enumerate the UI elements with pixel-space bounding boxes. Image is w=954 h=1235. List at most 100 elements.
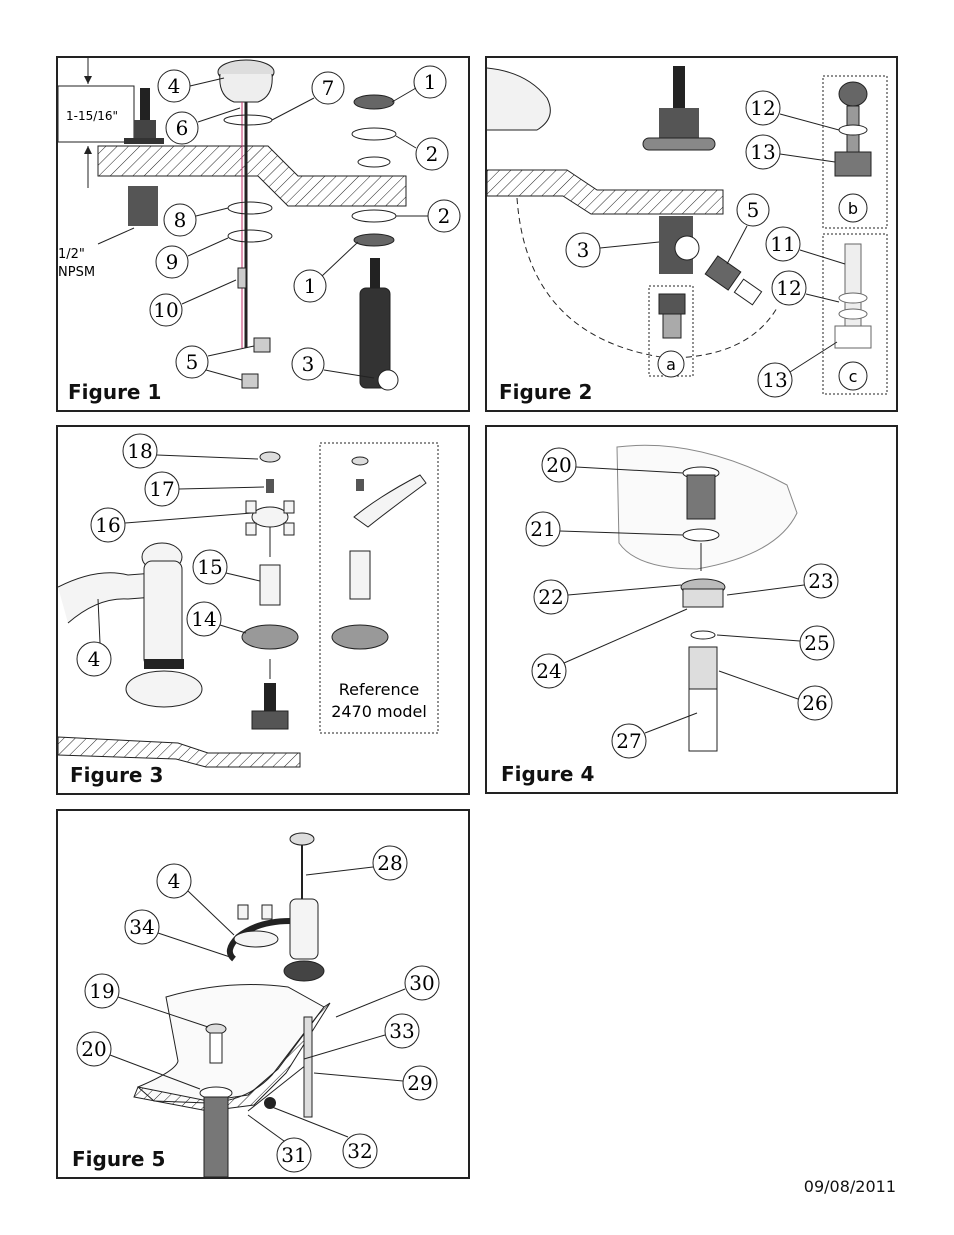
handle-assembly xyxy=(241,451,299,730)
callout-29: 29 xyxy=(313,1065,438,1101)
countertop-section xyxy=(97,145,407,207)
reference-handle xyxy=(331,456,427,650)
callout-4: 4 xyxy=(157,69,225,103)
callout-28: 28 xyxy=(305,845,408,881)
reference-line1: Reference xyxy=(339,680,420,699)
countertop-section xyxy=(487,169,724,215)
callout-11: 11 xyxy=(765,226,846,265)
svg-text:3: 3 xyxy=(577,238,590,262)
svg-text:2: 2 xyxy=(438,204,451,228)
callout-16: 16 xyxy=(90,507,253,543)
callout-25: 25 xyxy=(716,625,835,661)
figure-5-drawing: 28 4 34 30 19 33 20 29 32 31 xyxy=(76,832,440,1177)
reference-line2: 2470 model xyxy=(331,702,427,721)
figure-1-drawing: 1-15/16" 1/2" NPSM xyxy=(58,58,461,391)
callout-5: 5 xyxy=(175,345,255,381)
spout-body xyxy=(58,542,203,708)
svg-text:34: 34 xyxy=(129,915,154,939)
svg-text:11: 11 xyxy=(770,232,795,256)
callout-5: 5 xyxy=(726,193,770,265)
svg-text:8: 8 xyxy=(174,208,187,232)
callout-31: 31 xyxy=(247,1114,312,1173)
svg-text:15: 15 xyxy=(197,555,222,579)
callout-4: 4 xyxy=(76,598,112,677)
svg-text:17: 17 xyxy=(149,477,174,501)
callout-2b: 2 xyxy=(396,199,461,233)
svg-text:9: 9 xyxy=(166,250,179,274)
svg-text:32: 32 xyxy=(347,1139,372,1163)
callout-2a: 2 xyxy=(395,135,449,171)
svg-text:5: 5 xyxy=(747,198,760,222)
drain-parts xyxy=(680,466,726,752)
svg-text:21: 21 xyxy=(530,517,555,541)
svg-text:7: 7 xyxy=(322,76,335,100)
detail-c-parts xyxy=(834,243,872,349)
drain-assembly xyxy=(199,1016,313,1177)
detail-box-c xyxy=(822,233,888,395)
callout-3: 3 xyxy=(291,347,375,381)
callout-18: 18 xyxy=(122,433,259,469)
callout-13b: 13 xyxy=(757,341,838,398)
hose-fitting xyxy=(704,255,763,306)
callout-20: 20 xyxy=(541,447,684,483)
thread-label-line2: NPSM xyxy=(58,265,95,280)
svg-text:10: 10 xyxy=(153,298,178,322)
callout-9: 9 xyxy=(155,237,229,279)
countertop-section xyxy=(58,736,301,768)
callout-34: 34 xyxy=(124,909,231,958)
callout-20: 20 xyxy=(76,1031,201,1090)
svg-text:18: 18 xyxy=(127,439,152,463)
callout-19: 19 xyxy=(84,973,209,1028)
footer-date: 09/08/2011 xyxy=(803,1177,896,1196)
figure-3-drawing: Reference 2470 model 18 17 16 15 14 4 xyxy=(58,433,439,768)
callout-15: 15 xyxy=(192,549,261,585)
callout-22: 22 xyxy=(533,579,682,615)
svg-text:1: 1 xyxy=(304,274,317,298)
svg-text:3: 3 xyxy=(302,352,315,376)
countertop-hatch xyxy=(133,1002,331,1112)
letter-b: b xyxy=(838,193,868,223)
svg-text:27: 27 xyxy=(616,729,641,753)
callout-8: 8 xyxy=(163,203,229,237)
callout-13a: 13 xyxy=(745,134,836,170)
figure-4-drawing: 20 21 22 23 25 24 26 27 xyxy=(525,444,839,759)
callout-1a: 1 xyxy=(391,65,447,103)
detail-a-parts xyxy=(658,293,686,339)
svg-text:31: 31 xyxy=(281,1143,306,1167)
figure-1-panel: 1-15/16" 1/2" NPSM xyxy=(56,56,470,412)
callout-33: 33 xyxy=(303,1013,420,1060)
svg-text:24: 24 xyxy=(536,659,561,683)
spout-base xyxy=(487,67,551,131)
supply-hose xyxy=(516,197,778,359)
svg-text:29: 29 xyxy=(407,1071,432,1095)
svg-text:23: 23 xyxy=(808,569,833,593)
figure-3-label: Figure 3 xyxy=(70,763,164,787)
callout-10: 10 xyxy=(149,279,237,327)
callout-12b: 12 xyxy=(771,270,840,306)
callout-21: 21 xyxy=(525,511,684,547)
svg-text:a: a xyxy=(666,355,676,374)
svg-text:4: 4 xyxy=(88,647,101,671)
svg-text:12: 12 xyxy=(750,96,775,120)
svg-text:13: 13 xyxy=(750,140,775,164)
callout-17: 17 xyxy=(144,471,265,507)
detail-b-parts xyxy=(834,81,872,177)
figure-1-label: Figure 1 xyxy=(68,380,162,404)
svg-text:4: 4 xyxy=(168,869,181,893)
callout-30: 30 xyxy=(335,965,440,1018)
callout-6: 6 xyxy=(165,107,241,145)
svg-text:26: 26 xyxy=(802,691,827,715)
svg-text:20: 20 xyxy=(546,453,571,477)
figure-3-panel: Reference 2470 model 18 17 16 15 14 4 Fi… xyxy=(56,425,470,795)
callout-14: 14 xyxy=(186,601,247,637)
callout-24: 24 xyxy=(531,608,688,689)
svg-text:19: 19 xyxy=(89,979,114,1003)
svg-text:4: 4 xyxy=(168,74,181,98)
svg-text:14: 14 xyxy=(191,607,216,631)
svg-text:1: 1 xyxy=(424,70,437,94)
letter-a: a xyxy=(657,350,685,378)
svg-text:c: c xyxy=(849,367,858,386)
svg-text:20: 20 xyxy=(81,1037,106,1061)
figure-2-panel: 12 13 5 3 11 12 13 b a c Figure 2 xyxy=(485,56,898,412)
svg-text:b: b xyxy=(848,199,858,218)
